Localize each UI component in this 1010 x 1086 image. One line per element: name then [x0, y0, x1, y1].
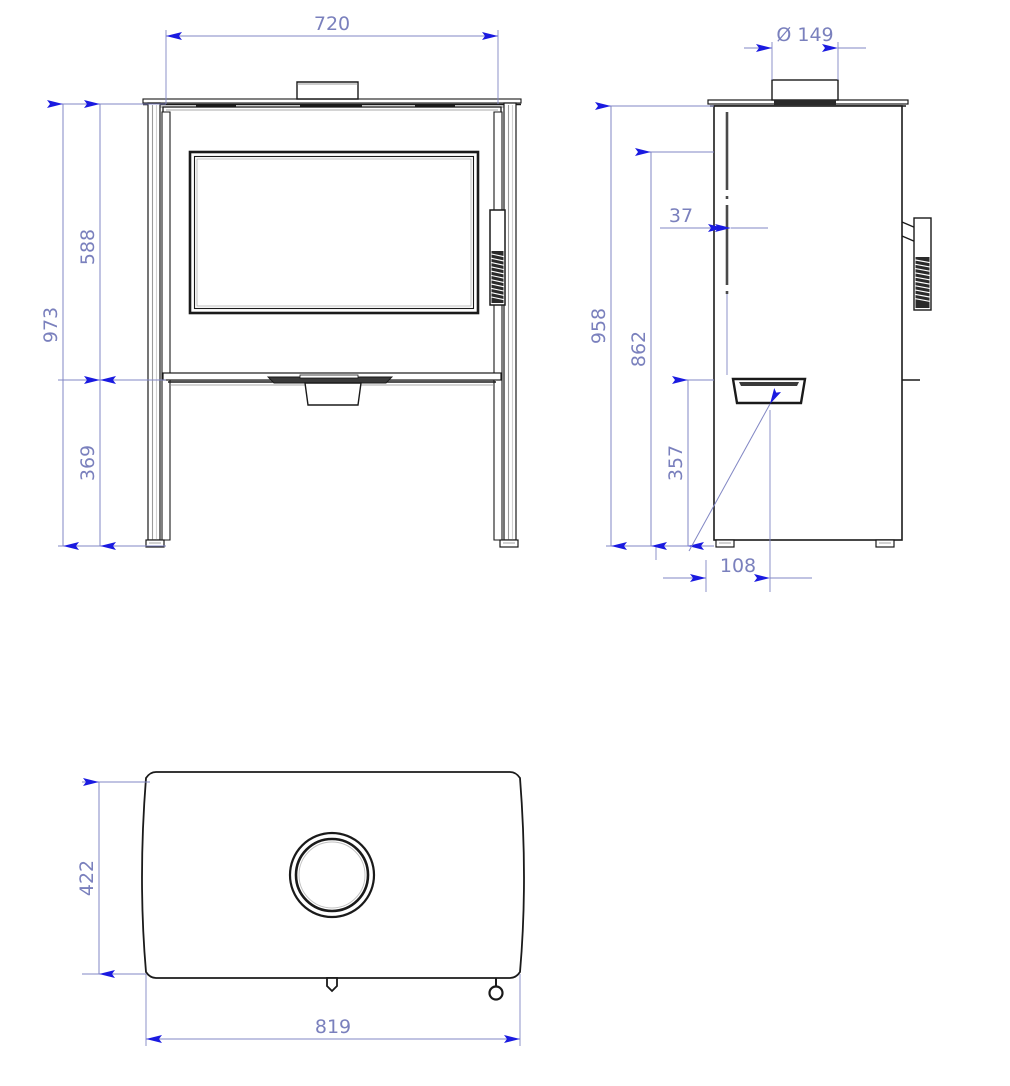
dimension-front-total-height: 973: [40, 100, 79, 550]
dimension-plan-depth-label: 422: [76, 860, 98, 896]
dimension-side-total-height-label: 958: [588, 308, 610, 344]
side-body: [713, 105, 903, 541]
dimension-side-air-control-offset: 108: [663, 555, 812, 582]
plan-flue-opening: [288, 831, 376, 919]
dimension-side-flue-diameter: Ø 149: [744, 24, 866, 52]
plan-door-latch[interactable]: [326, 977, 338, 993]
dimension-front-total-height-label: 973: [40, 307, 62, 343]
dimension-side-air-control-offset-label: 108: [720, 555, 756, 577]
view-side-elevation: [707, 79, 932, 548]
side-feet: [715, 539, 895, 548]
front-door-handle: [489, 209, 506, 306]
front-left-leg: [145, 102, 171, 548]
dimension-side-air-control-height: 357: [665, 376, 704, 550]
dimension-front-leg-height-label: 369: [77, 445, 99, 481]
dimension-side-flue-offset: 37: [664, 205, 768, 232]
dimension-side-flue-offset-label: 37: [669, 205, 693, 227]
front-right-leg: [493, 102, 519, 548]
plan-handle-knob[interactable]: [488, 978, 504, 1001]
front-dimensions: 720 973 588 369: [40, 13, 499, 550]
front-air-control-handle[interactable]: [304, 382, 362, 406]
side-dimensions: Ø 149 958 862 357 37 108: [588, 24, 866, 592]
dimension-front-body-height: 588: [77, 100, 116, 384]
dimension-front-width: 720: [166, 13, 498, 40]
dimension-front-body-height-label: 588: [77, 229, 99, 265]
dimension-side-flue-diameter-label: Ø 149: [776, 24, 833, 46]
dimension-side-body-top-height-label: 862: [628, 331, 650, 367]
handle-coil-grip: [491, 251, 504, 303]
dimension-plan-width-label: 819: [315, 1016, 351, 1038]
side-door-handle: [901, 217, 932, 381]
dimension-plan-width: 819: [146, 1016, 520, 1043]
view-front-elevation: [142, 81, 522, 548]
side-air-control-leader: [688, 388, 782, 552]
front-door-glass: [188, 150, 480, 315]
dimension-front-leg-height: 369: [77, 376, 116, 550]
front-flue-collar: [296, 81, 359, 100]
dimension-plan-depth: 422: [76, 778, 115, 978]
dimension-front-width-label: 720: [314, 13, 350, 35]
side-air-control-lever[interactable]: [731, 377, 807, 405]
dimension-side-body-top-height: 862: [628, 148, 667, 550]
dimension-side-total-height: 958: [588, 102, 627, 550]
dimension-side-air-control-height-label: 357: [665, 445, 687, 481]
side-flue-collar: [771, 79, 839, 105]
plan-dimensions: 422 819: [76, 778, 521, 1046]
view-top-plan: [141, 771, 525, 1001]
